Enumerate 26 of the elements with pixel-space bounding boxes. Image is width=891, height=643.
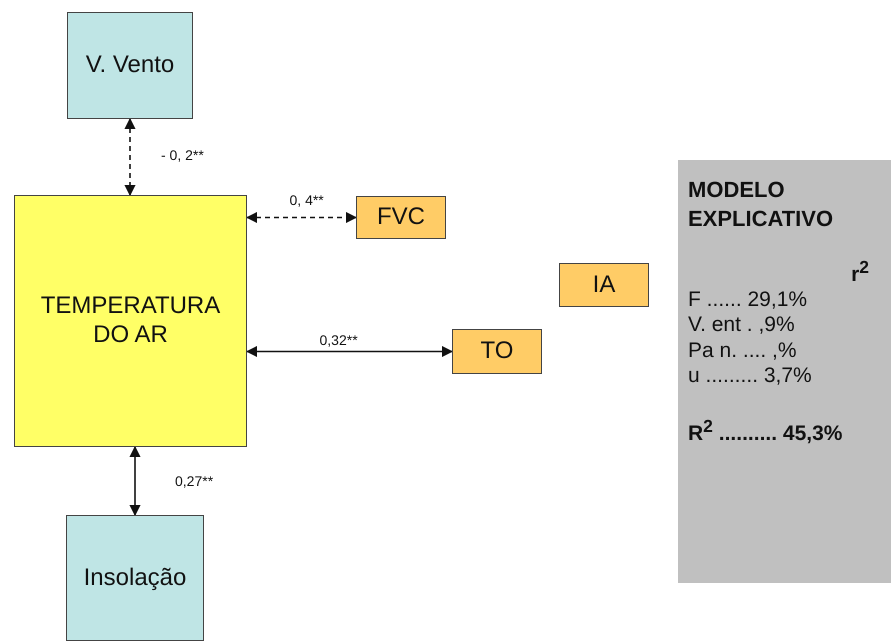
variable-box bbox=[559, 263, 649, 307]
box-label: TEMPERATURA DO AR bbox=[40, 292, 222, 350]
variable-box bbox=[66, 515, 204, 641]
edge-label: - 0, 2** bbox=[161, 147, 204, 163]
result-line: u ......... 3,7% bbox=[688, 362, 813, 388]
edge-label: 0,27** bbox=[175, 473, 214, 489]
box-label: Insolação bbox=[82, 564, 188, 592]
result-line: V. ent . ,9% bbox=[688, 312, 796, 338]
connector-arrow bbox=[129, 446, 141, 516]
variable-box bbox=[67, 12, 193, 119]
result-line: Pa n. .... ,% bbox=[688, 338, 798, 363]
connector-arrow bbox=[246, 212, 358, 224]
box-label: TO bbox=[480, 337, 514, 366]
variable-box bbox=[14, 195, 247, 447]
connector-arrow bbox=[124, 118, 136, 196]
box-label: V. Vento bbox=[84, 51, 176, 80]
box-label: FVC bbox=[376, 203, 426, 232]
model-panel bbox=[678, 160, 891, 583]
variable-box bbox=[356, 196, 446, 239]
column-header: r$^{2}$ bbox=[850, 257, 870, 288]
connector-arrow bbox=[246, 346, 454, 358]
result-line: F ...... 29,1% bbox=[688, 287, 808, 312]
variable-box bbox=[452, 329, 542, 374]
panel-title: MODELO EXPLICATIVO bbox=[688, 176, 834, 233]
total-line: R$^{2}$ .......... 45,3% bbox=[688, 416, 844, 446]
box-label: IA bbox=[592, 270, 616, 300]
